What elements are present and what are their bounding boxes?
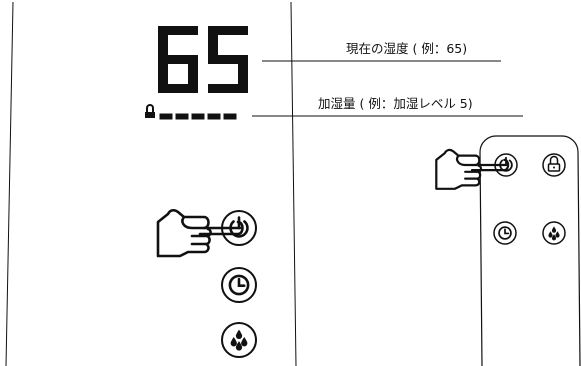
left-edge-line: [5, 1, 14, 366]
humidification-level-label: 加湿量 ( 例：加湿レベル 5): [318, 96, 473, 111]
timer-button[interactable]: [221, 267, 257, 303]
panel-lock-button[interactable]: [542, 153, 566, 177]
panel-humidification-button[interactable]: [542, 221, 566, 245]
lock-mark-icon: [145, 104, 155, 118]
control-panel-outline: [479, 135, 581, 366]
humidity-digit-display: [158, 26, 248, 93]
humidification-level-indicator: [145, 104, 237, 120]
level-segment: [175, 113, 189, 120]
digit-6: [158, 26, 198, 93]
humidification-button[interactable]: [221, 322, 257, 358]
center-divider-line: [290, 1, 297, 366]
level-segment: [223, 113, 237, 120]
level-segments: [159, 113, 237, 120]
digit-5: [208, 26, 248, 93]
level-segment: [191, 113, 205, 120]
lock-icon: [547, 155, 561, 172]
level-segment: [207, 113, 221, 120]
pointing-hand-icon: [435, 148, 510, 190]
current-humidity-label: 現在の湿度 ( 例：65): [346, 41, 468, 56]
level-segment: [159, 113, 173, 120]
panel-timer-button[interactable]: [493, 221, 517, 245]
